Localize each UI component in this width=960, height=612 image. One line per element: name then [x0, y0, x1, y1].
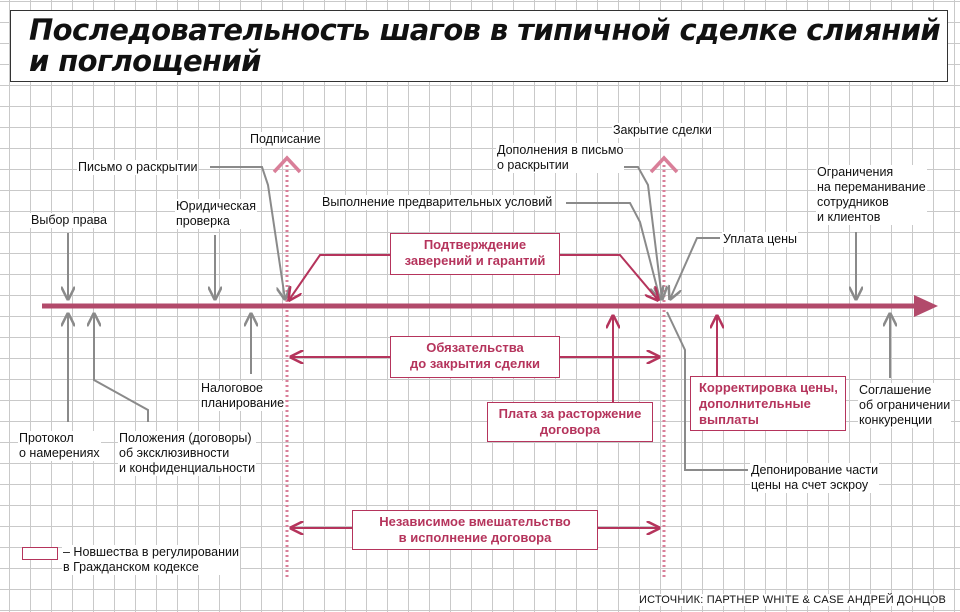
- signing-chevron-icon: [272, 155, 302, 174]
- label-closing: Закрытие сделки: [612, 123, 713, 138]
- label-tax-planning: Налоговое планирование: [200, 381, 286, 411]
- timeline-arrowhead-icon: [914, 295, 938, 317]
- label-exclusivity-confidentiality: Положения (договоры) об эксклюзивности и…: [118, 431, 257, 476]
- legend-swatch: [22, 547, 58, 560]
- label-due-diligence: Юридическая проверка: [175, 199, 258, 229]
- label-non-compete: Соглашение об ограничении конкуренции: [858, 383, 952, 428]
- label-disclosure-letter: Письмо о раскрытии: [77, 160, 199, 175]
- legend-text: – Новшества в регулировании в Гражданско…: [62, 545, 240, 575]
- label-choice-of-law: Выбор права: [30, 213, 108, 228]
- label-conditions-precedent: Выполнение предварительных условий: [321, 195, 554, 210]
- label-signing: Подписание: [249, 132, 322, 147]
- title-box: Последовательность шагов в типичной сдел…: [10, 10, 948, 82]
- source-note: ИСТОЧНИК: ПАРТНЕР WHITE & CASE АНДРЕЙ ДО…: [636, 594, 948, 606]
- page-title: Последовательность шагов в типичной сдел…: [29, 13, 941, 78]
- closing-chevron-icon: [649, 155, 679, 174]
- label-escrow: Депонирование части цены на счет эскроу: [750, 463, 880, 493]
- label-price-payment: Уплата цены: [722, 232, 798, 247]
- label-letter-of-intent: Протокол о намерениях: [18, 431, 101, 461]
- leaders-below: [68, 311, 890, 471]
- label-non-solicitation: Ограничения на переманивание сотрудников…: [816, 165, 927, 225]
- box-price-adjustment: Корректировка цены, дополнительные выпла…: [690, 376, 846, 431]
- box-termination-fee: Плата за расторжение договора: [487, 402, 653, 442]
- label-disclosure-supplements: Дополнения в письмо о раскрытии: [496, 143, 625, 173]
- box-tortious-interference: Независимое вмешательство в исполнение д…: [352, 510, 598, 550]
- pink-connectors: [289, 254, 717, 528]
- box-representations-warranties: Подтверждение заверений и гарантий: [390, 233, 560, 275]
- box-pre-closing-covenants: Обязательства до закрытия сделки: [390, 336, 560, 378]
